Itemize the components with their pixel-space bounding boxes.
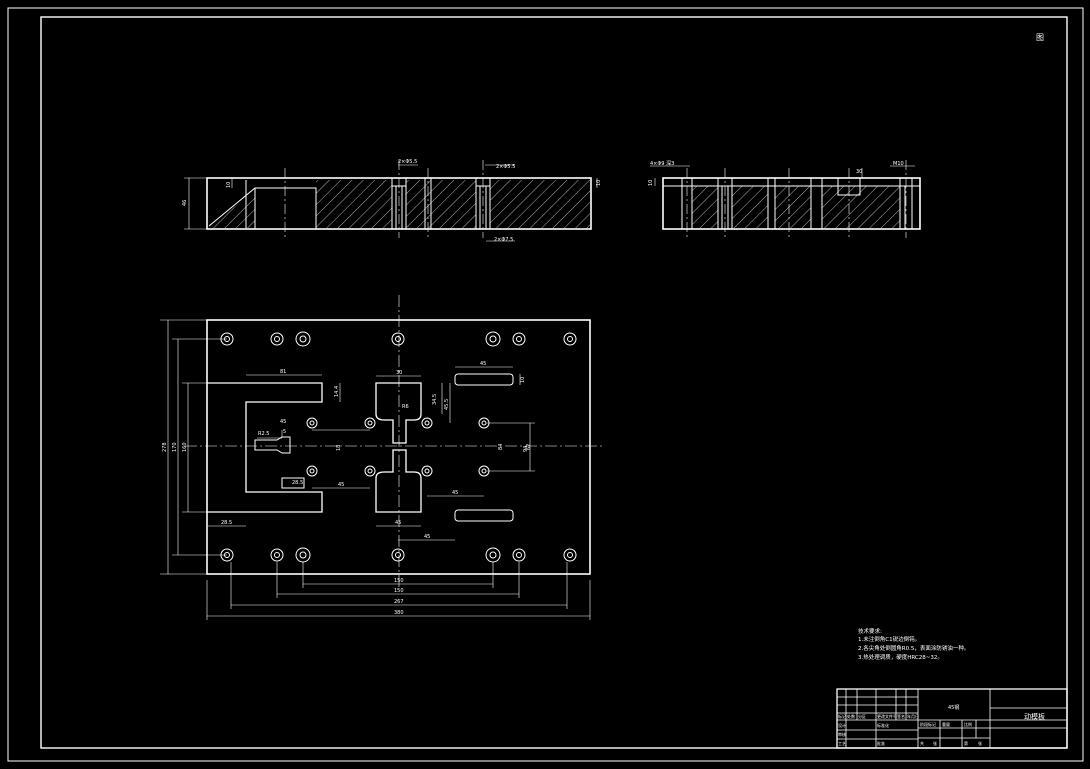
dim-28-5b: 28.5: [221, 520, 232, 526]
dim-r6: R6: [402, 404, 409, 410]
tb-cell-17: 张: [978, 740, 982, 746]
dim-5: 5: [283, 429, 286, 435]
dim-267: 267: [394, 599, 404, 605]
tb-cell-11: 审核: [838, 731, 846, 737]
tb-cell-14: 共: [920, 740, 924, 746]
tb-cell-6: 设计: [838, 722, 846, 728]
front-hole-label-1: 2×Φ5.5: [398, 159, 417, 165]
hole-row-bottom: [220, 547, 577, 563]
front-dim-step: 10: [226, 182, 232, 188]
front-hole-label-3: 2×Φ7.5: [494, 237, 513, 243]
dim-45-left-holes: 45: [280, 419, 286, 425]
front-hole-label-2: 2×Φ5.5: [496, 164, 515, 170]
tb-cell-0: 标记: [838, 713, 846, 719]
dim-45-offset: 45: [424, 534, 430, 540]
tb-cell-12: 工艺: [838, 741, 846, 746]
dim-81: 81: [280, 369, 286, 375]
tech-note-3: 3.热处理调质，硬度HRC28~32。: [858, 653, 943, 661]
tb-cell-1: 处数: [847, 713, 855, 719]
tb-cell-7: 标准化: [877, 722, 889, 728]
dim-10: 10: [520, 377, 526, 383]
side-section-view: [650, 160, 921, 238]
tb-cell-9: 重量: [942, 721, 950, 727]
corner-mark: 图: [1036, 33, 1044, 42]
dim-84: 84: [498, 444, 504, 450]
side-hole-label: 4×Φ9 深3: [650, 160, 674, 167]
dim-45-cavity: 45: [395, 520, 401, 526]
dim-28-5a: 28.5: [292, 480, 303, 486]
front-dim-height: 46: [182, 200, 188, 206]
title-block: [836, 688, 1068, 749]
tb-cell-3: 更改文件号: [877, 713, 897, 719]
tech-note-2: 2.各尖角处倒圆角R0.5，表面涂防锈油一种。: [858, 644, 969, 652]
tb-cell-10: 比例: [964, 721, 972, 727]
dim-160: 160: [182, 442, 188, 452]
dim-45-holes-bottom: 45: [338, 482, 344, 488]
tb-cell-8: 阶段标记: [920, 721, 936, 727]
dim-14-4: 14.4: [334, 386, 340, 397]
sheet-inner-border: [40, 16, 1068, 749]
tb-cell-5: 年月日: [907, 713, 919, 719]
side-dim-small: 30: [856, 169, 862, 175]
dim-45-right-holes: 45: [452, 490, 458, 496]
hole-row-top: [220, 331, 577, 347]
front-section-view: [184, 160, 598, 242]
side-dim-left: 10: [648, 180, 654, 186]
tb-cell-2: 分区: [858, 713, 866, 719]
dim-170: 170: [172, 442, 178, 452]
dim-94: 94: [523, 446, 529, 452]
dim-34-5: 34.5: [432, 394, 438, 405]
title-block-material: 45钢: [948, 704, 959, 711]
tb-cell-13: 批准: [877, 740, 885, 746]
technical-requirements: 技术要求: 1.未注倒角C1锐边倒钝。 2.各尖角处倒圆角R0.5，表面涂防锈油…: [858, 627, 969, 661]
hole-group-center: [306, 417, 490, 477]
dim-30: 30: [396, 370, 402, 376]
dim-150b: 150: [394, 578, 404, 584]
dim-45-5: 45.5: [444, 399, 450, 410]
dim-18: 18: [336, 445, 342, 451]
dim-45-top-slot: 45: [480, 361, 486, 367]
sheet-outer-border: [7, 7, 1084, 762]
top-plan-view: [160, 295, 605, 620]
tb-cell-4: 签名: [897, 713, 905, 719]
tech-notes-title: 技术要求:: [858, 627, 882, 635]
dim-width-380: 380: [394, 610, 404, 616]
tb-cell-15: 张: [933, 740, 937, 746]
dim-278: 278: [162, 442, 168, 452]
title-block-part-name: 动模板: [1024, 712, 1045, 721]
side-thread-label: M10: [893, 161, 904, 167]
dim-150a: 150: [394, 588, 404, 594]
dim-62: 62: [526, 444, 532, 450]
front-dim-right: 10: [596, 180, 602, 186]
dim-r2-5: R2.5: [258, 431, 269, 437]
tb-cell-16: 第: [964, 740, 968, 746]
tech-note-1: 1.未注倒角C1锐边倒钝。: [858, 635, 920, 643]
